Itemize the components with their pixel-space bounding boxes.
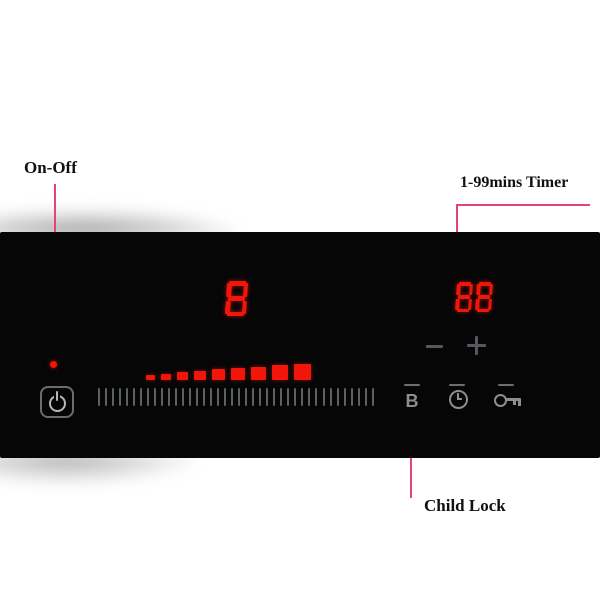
lock-touch-mark [498, 384, 514, 386]
timer-minus-button[interactable] [426, 345, 443, 348]
timer-plus-button[interactable] [467, 336, 486, 355]
power-level-display [224, 281, 249, 316]
panel-shadow-bottom [0, 454, 290, 506]
boost-touch-mark [404, 384, 420, 386]
boost-child-lock-button[interactable]: B [405, 391, 419, 411]
power-button[interactable] [40, 386, 74, 418]
lock-button[interactable] [494, 393, 522, 407]
child-lock-label: Child Lock [424, 496, 506, 515]
on-off-label: On-Off [24, 158, 77, 177]
power-indicator-dot [50, 361, 57, 368]
power-slider[interactable] [98, 388, 374, 406]
timer-display [455, 282, 493, 312]
timer-touch-mark [449, 384, 465, 386]
timer-callout-line-horizontal [456, 204, 590, 206]
power-level-bar [146, 363, 311, 380]
child-lock-callout-line [410, 420, 412, 498]
panel-shadow-top [0, 192, 350, 236]
timer-clock-icon [449, 390, 468, 409]
key-lock-icon [494, 394, 507, 407]
timer-button[interactable] [449, 390, 468, 409]
cooktop-control-panel: B [0, 232, 600, 458]
timer-label: 1-99mins Timer [460, 174, 569, 191]
